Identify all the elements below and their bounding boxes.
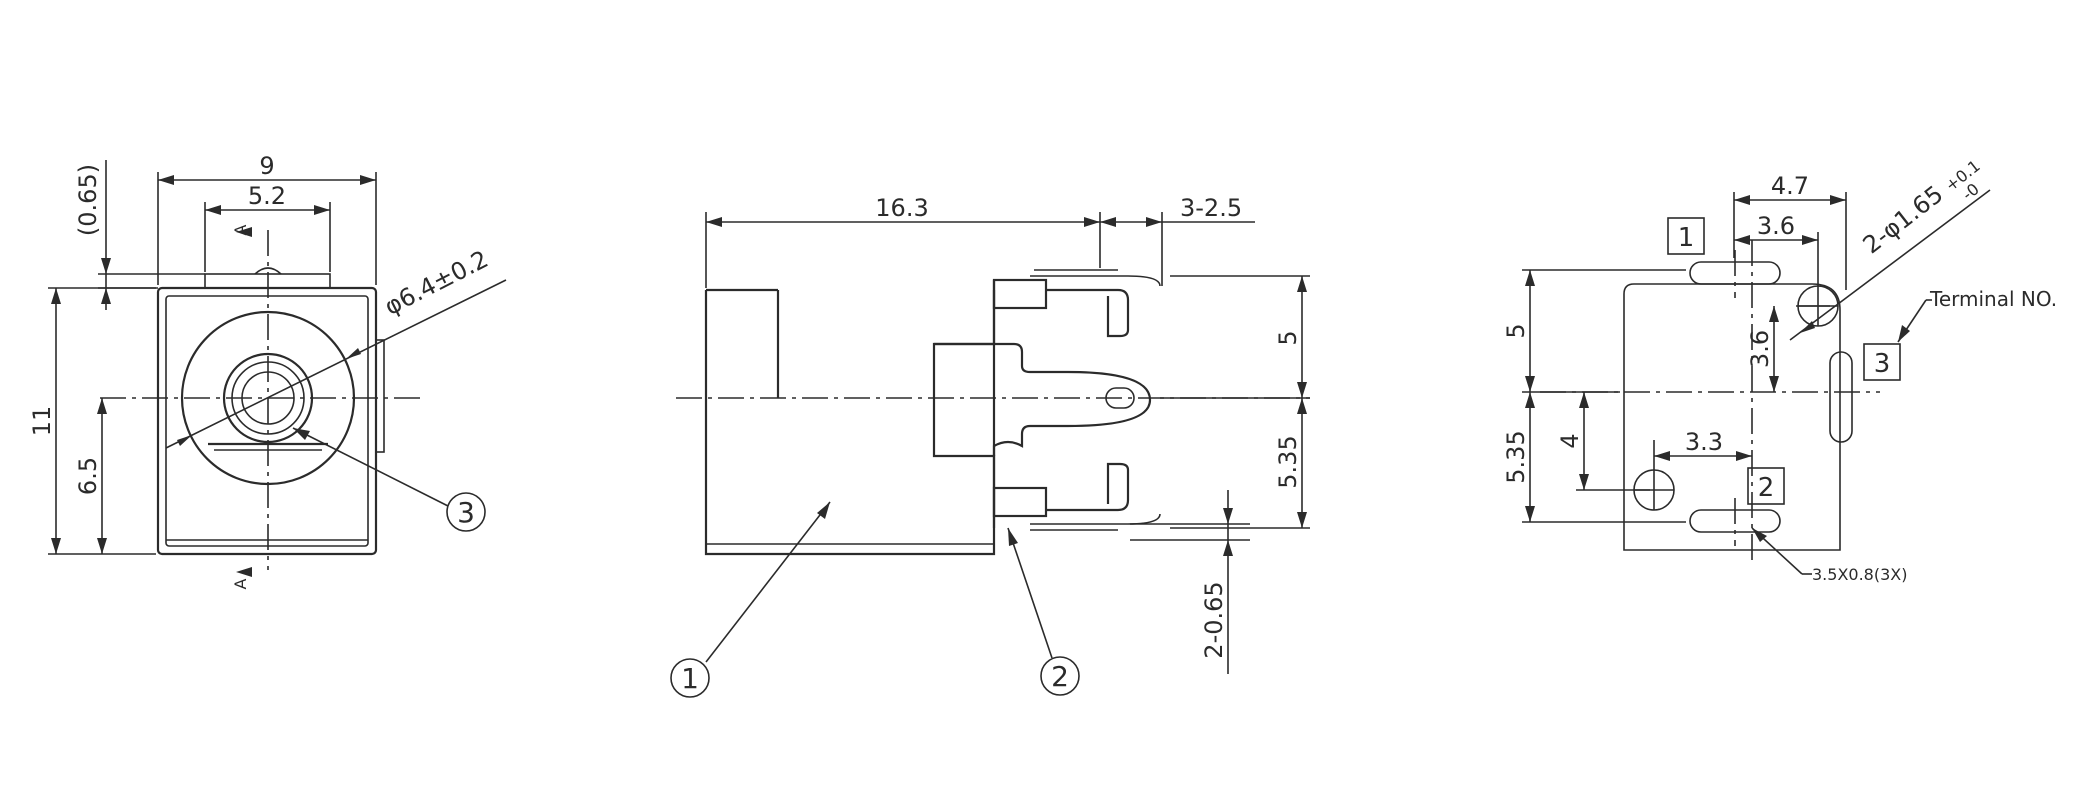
front-top-dome [254,267,282,275]
pcb-slot-dim: 3.5X0.8(3X) [1812,565,1907,584]
pcb-terminal-3-label: 3 [1874,349,1891,379]
side-length-dim: 16.3 [875,194,928,222]
pcb-upper-dim: 5 [1502,323,1530,338]
front-offset-dim: (0.65) [74,164,102,236]
front-center-height-dim: 6.5 [74,457,102,495]
front-height-dim: 11 [28,406,56,437]
pcb-terminal-1-label: 1 [1678,223,1695,253]
front-diameter-dim: φ6.4±0.2 [380,245,493,321]
side-contact-profile [934,342,1152,456]
side-pin-lower-block [992,486,1048,518]
pcb-outline [1623,283,1841,551]
pcb-view: 4.7 3.6 2-φ1.65 +0.1 -0 1 2 3 Terminal N… [1502,156,2057,584]
side-callout-body-label: 1 [681,662,699,695]
front-body-outline [156,286,378,556]
front-width-dim: 9 [259,152,274,180]
side-callout-contact-circle [1040,656,1080,696]
pcb-terminal-2-box [1747,467,1785,505]
pcb-terminal-2-label: 2 [1758,473,1775,503]
pcb-terminal-3-box [1863,343,1901,381]
front-callout-label: 3 [457,496,475,529]
pcb-inner-lower-dim: 4 [1556,433,1584,448]
side-body-outline [704,290,996,556]
pcb-inner-width-dim: 3.6 [1757,212,1795,240]
pcb-lower-dim: 5.35 [1502,430,1530,483]
side-contact-frame [932,280,996,528]
side-lower-dim: 5.35 [1274,435,1302,488]
pcb-width-dim: 4.7 [1771,172,1809,200]
side-pin-upper [1046,288,1130,338]
front-view: 9 5.2 A A (0.65) 11 6.5 [28,152,507,589]
side-callout-contact-label: 2 [1051,660,1069,693]
side-upper-dim: 5 [1274,330,1302,345]
side-view: 16.3 3-2.5 5 5.35 2-0.65 1 2 [670,194,1310,698]
side-pin-lower [1046,462,1130,512]
front-section-mark-top: A [231,224,250,235]
front-inner-width-dim: 5.2 [248,182,286,210]
front-callout-circle [446,492,486,532]
pcb-hole-dim: 2-φ1.65 [1858,180,1949,259]
pcb-hole-spacing-dim: 3.3 [1685,428,1723,456]
pcb-inner-upper-dim: 3.6 [1746,330,1774,368]
side-pin-pitch-dim: 3-2.5 [1180,194,1242,222]
front-section-mark-bottom: A [231,578,250,589]
pcb-terminal-1-box [1667,217,1705,255]
front-body-inner [165,295,369,547]
side-pin-thickness-dim: 2-0.65 [1200,581,1228,658]
pcb-terminal-no-label: Terminal NO. [1929,287,2057,311]
side-pin-upper-block [992,278,1048,310]
front-side-tab [375,339,385,453]
side-callout-body-circle [670,658,710,698]
pcb-slot-3 [1829,351,1853,443]
